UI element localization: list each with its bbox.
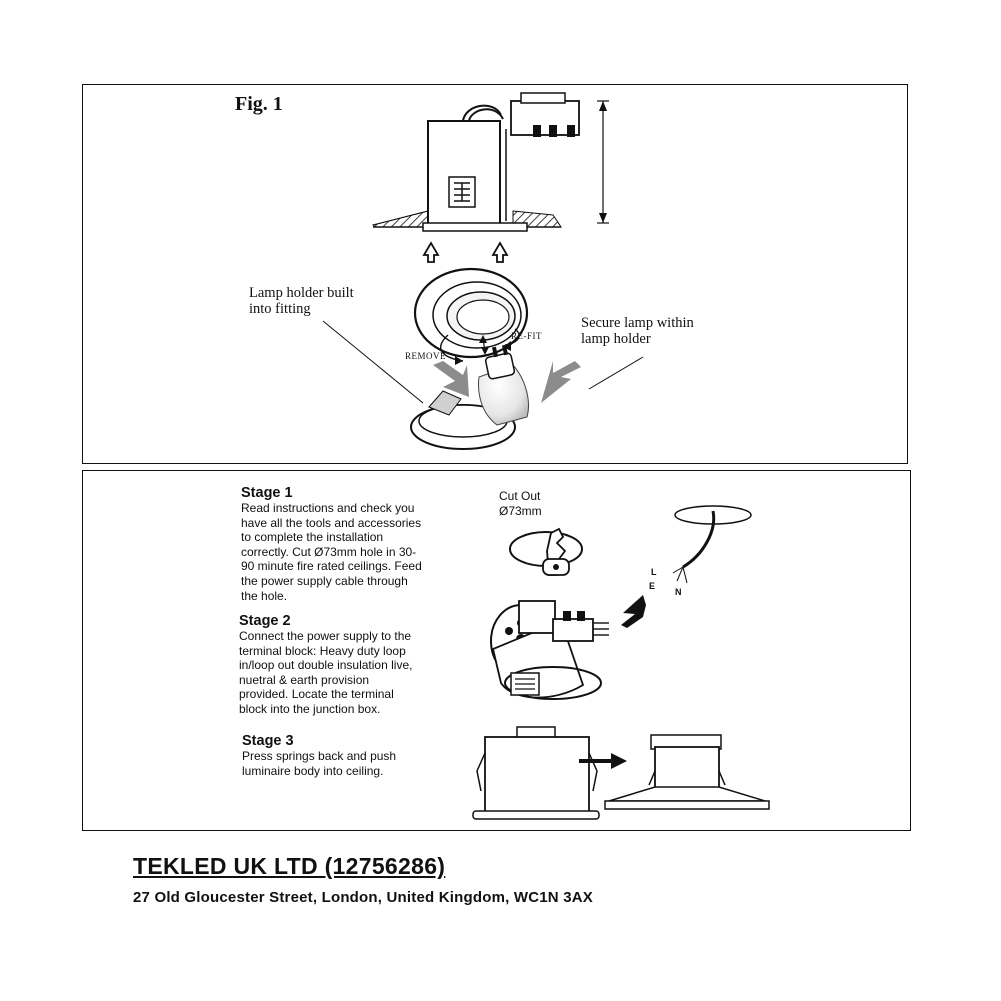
stage-title: Stage 1 (241, 485, 293, 501)
stage-1: Stage 1 Read instructions and check you … (241, 485, 481, 603)
up-arrow-icon (422, 241, 509, 263)
cutout-label: Cut Out Ø73mm (499, 489, 542, 518)
luminaire-body (422, 92, 580, 232)
lamp-holder-label: Lamp holder built into fitting (249, 285, 354, 317)
stage-3: Stage 3 Press springs back and push lumi… (242, 733, 482, 778)
refit-label: RE-FIT (511, 331, 542, 341)
stage-2: Stage 2 Connect the power supply to the … (239, 613, 479, 717)
stage-description: Connect the power supply to the terminal… (239, 629, 413, 716)
wire-label-neutral: N (675, 587, 682, 597)
luminaire-after-insertion (604, 734, 770, 810)
gu10-lamp-icon (478, 344, 529, 426)
luminaire-with-terminal (490, 600, 609, 700)
push-arrow-icon (433, 361, 469, 397)
rotate-arrows-icon (440, 328, 520, 365)
company-address: 27 Old Gloucester Street, London, United… (133, 889, 593, 906)
leader-line (588, 356, 644, 390)
ceiling-hole-with-cable (672, 505, 752, 584)
stage-title: Stage 3 (242, 733, 294, 749)
wire-label-live: L (651, 567, 657, 577)
figure-title: Fig. 1 (235, 93, 283, 115)
height-dimension-marker (597, 100, 609, 224)
push-arrow-icon (541, 361, 581, 403)
stage-description: Read instructions and check you have all… (241, 501, 422, 603)
leader-line (322, 320, 424, 404)
arrow-icon (621, 595, 646, 628)
luminaire-before-insertion (472, 726, 600, 820)
stages-illustration (472, 505, 770, 820)
arrow-right-icon (579, 753, 627, 769)
stage-title: Stage 2 (239, 613, 291, 629)
installation-stages-panel: Stage 1 Read instructions and check you … (82, 470, 911, 831)
downlight-installation-illustration (322, 92, 644, 450)
stage-description: Press springs back and push luminaire bo… (242, 749, 397, 778)
lamp-holder-bezel (413, 267, 529, 359)
secure-lamp-label: Secure lamp within lamp holder (581, 315, 694, 347)
hole-saw-icon (509, 527, 583, 576)
figure-1-panel: Fig. 1 (82, 84, 908, 464)
remove-label: REMOVE (405, 351, 446, 361)
company-name: TEKLED UK LTD (12756286) (133, 853, 446, 879)
wire-label-earth: E (649, 581, 656, 591)
